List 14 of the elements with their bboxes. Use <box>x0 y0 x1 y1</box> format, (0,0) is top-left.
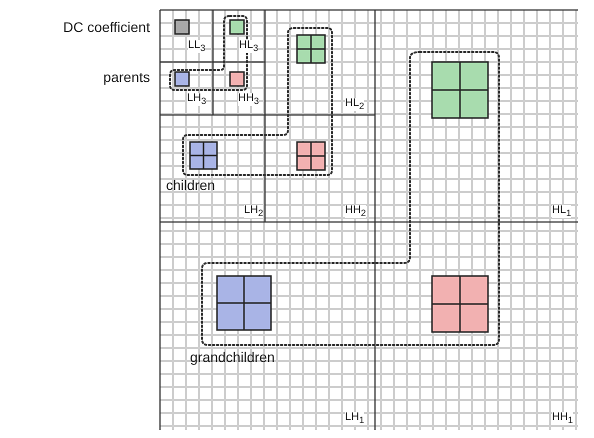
annotation-label: DC coefficient <box>63 20 150 34</box>
subband-label: LH$_{1}$ <box>345 412 364 426</box>
annotation-label: children <box>166 178 216 192</box>
subband-label: LL$_{3}$ <box>188 40 206 54</box>
annotation-label: grandchildren <box>190 350 275 364</box>
subband-label: HL$_{1}$ <box>552 205 572 218</box>
subband-label: LH$_{2}$ <box>244 205 264 218</box>
subband-label: HH$_{1}$ <box>552 412 573 426</box>
subband-label: HH$_{2}$ <box>345 205 366 218</box>
subband-label: HL$_{3}$ <box>239 40 258 54</box>
subband-label: LH$_{3}$ <box>187 93 206 106</box>
annotation-label: parents <box>103 70 150 84</box>
subband-label: HH$_{3}$ <box>238 93 259 106</box>
subband-label: HL$_{2}$ <box>345 98 364 112</box>
